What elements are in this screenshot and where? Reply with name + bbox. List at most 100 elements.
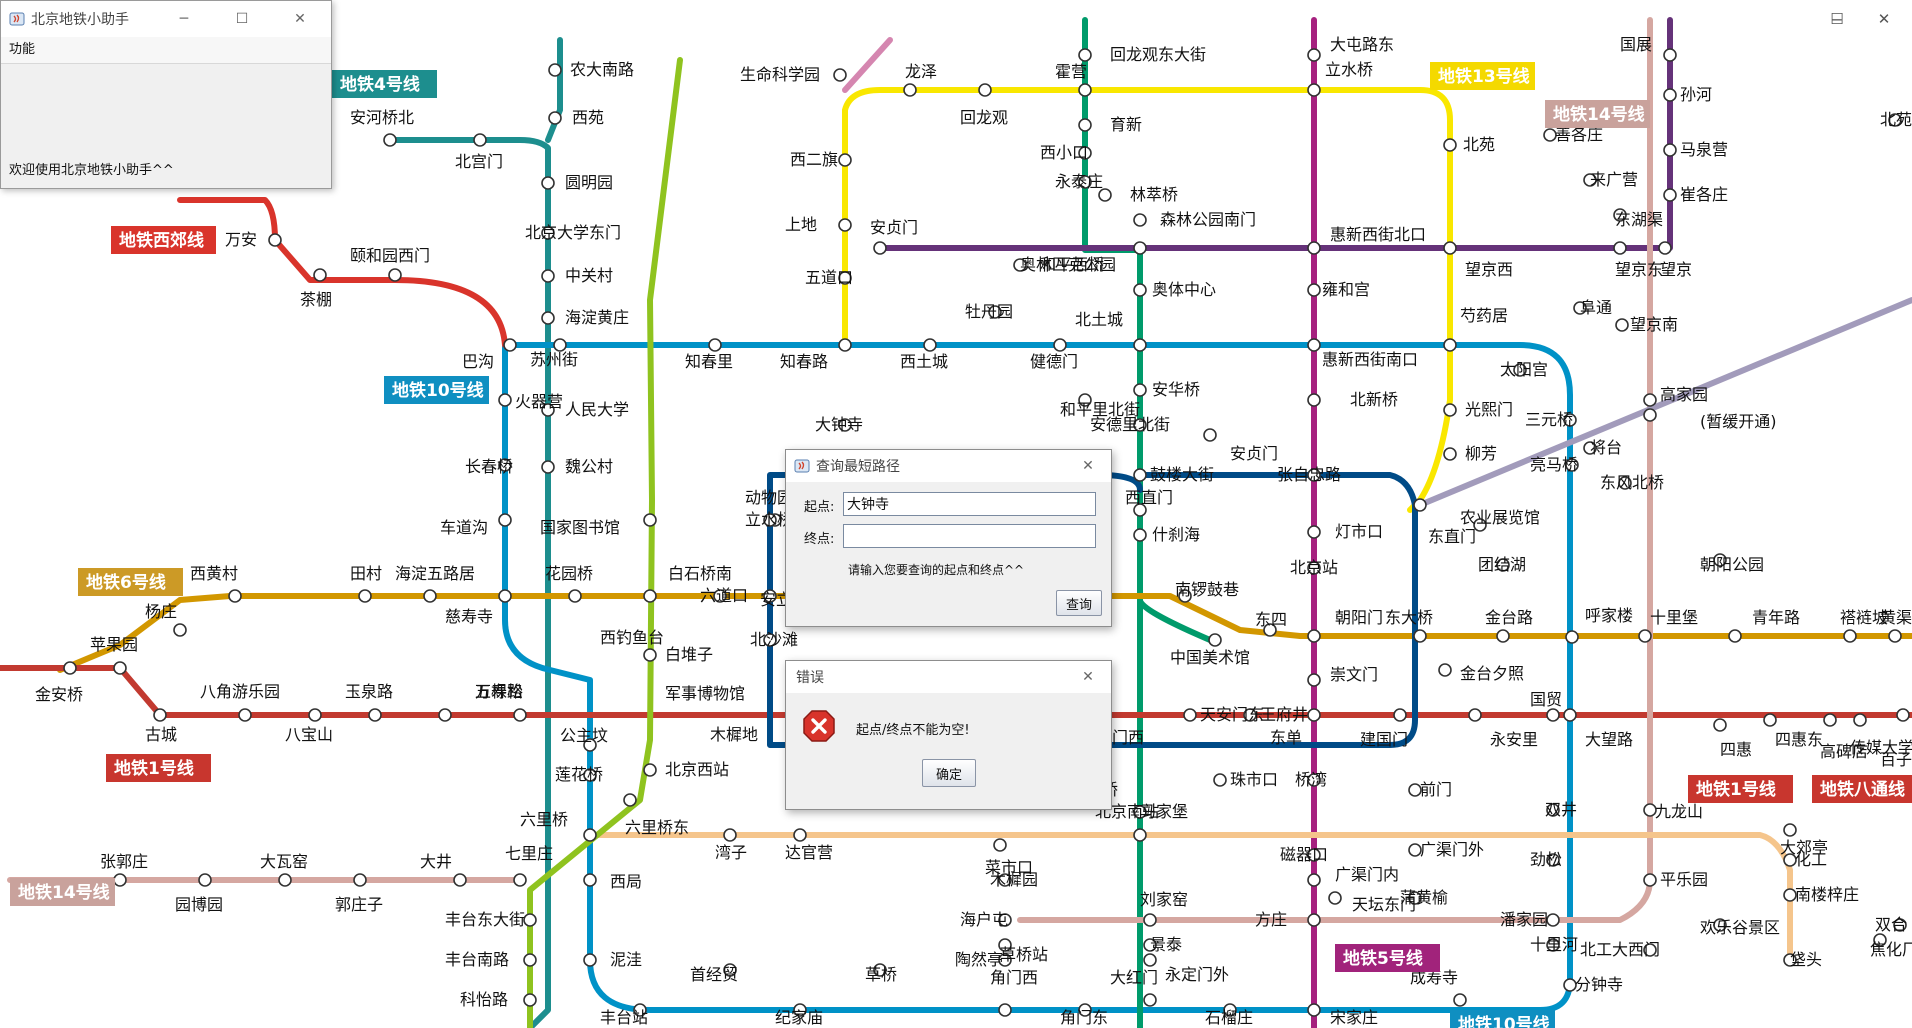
- station-dot[interactable]: [358, 589, 372, 603]
- station-dot[interactable]: [1896, 708, 1910, 722]
- station-dot[interactable]: [1078, 48, 1092, 62]
- station-dot[interactable]: [583, 828, 597, 842]
- station-dot[interactable]: [1133, 338, 1147, 352]
- station-dot[interactable]: [1078, 118, 1092, 132]
- station-dot[interactable]: [1143, 993, 1157, 1007]
- map-maximize-button[interactable]: ☐: [1817, 4, 1857, 34]
- station-dot[interactable]: [1307, 629, 1321, 643]
- station-dot[interactable]: [1133, 503, 1147, 517]
- station-dot[interactable]: [1643, 393, 1657, 407]
- station-dot[interactable]: [1643, 943, 1657, 957]
- station-dot[interactable]: [541, 403, 555, 417]
- station-dot[interactable]: [1307, 241, 1321, 255]
- station-dot[interactable]: [1565, 630, 1579, 644]
- station-dot[interactable]: [473, 133, 487, 147]
- station-dot[interactable]: [523, 913, 537, 927]
- station-dot[interactable]: [1307, 773, 1321, 787]
- station-dot[interactable]: [498, 458, 512, 472]
- station-dot[interactable]: [583, 953, 597, 967]
- station-dot[interactable]: [553, 338, 567, 352]
- station-dot[interactable]: [568, 589, 582, 603]
- station-dot[interactable]: [1307, 338, 1321, 352]
- station-dot[interactable]: [1078, 1003, 1092, 1017]
- station-dot[interactable]: [548, 111, 562, 125]
- station-dot[interactable]: [1408, 843, 1422, 857]
- station-dot[interactable]: [388, 268, 402, 282]
- station-dot[interactable]: [1453, 993, 1467, 1007]
- station-dot[interactable]: [1078, 146, 1092, 160]
- station-dot[interactable]: [1413, 629, 1427, 643]
- station-dot[interactable]: [513, 708, 527, 722]
- station-dot[interactable]: [1546, 803, 1560, 817]
- route-dialog-close-button[interactable]: ✕: [1065, 450, 1111, 482]
- station-dot[interactable]: [1307, 673, 1321, 687]
- station-dot[interactable]: [1053, 338, 1067, 352]
- station-dot[interactable]: [353, 873, 367, 887]
- menu-function[interactable]: 功能: [9, 42, 36, 57]
- station-dot[interactable]: [1443, 338, 1457, 352]
- station-dot[interactable]: [1546, 938, 1560, 952]
- station-dot[interactable]: [308, 708, 322, 722]
- station-dot[interactable]: [238, 708, 252, 722]
- station-dot[interactable]: [1496, 558, 1510, 572]
- station-dot[interactable]: [1133, 241, 1147, 255]
- station-dot[interactable]: [1393, 708, 1407, 722]
- station-dot[interactable]: [1468, 708, 1482, 722]
- station-dot[interactable]: [838, 271, 852, 285]
- station-dot[interactable]: [453, 873, 467, 887]
- station-dot[interactable]: [1663, 88, 1677, 102]
- station-dot[interactable]: [633, 1003, 647, 1017]
- station-dot[interactable]: [1133, 468, 1147, 482]
- map-minimize-button[interactable]: ─: [1832, 11, 1842, 29]
- station-dot[interactable]: [63, 661, 77, 675]
- station-dot[interactable]: [1307, 468, 1321, 482]
- station-dot[interactable]: [1307, 525, 1321, 539]
- helper-titlebar[interactable]: 北京地铁小助手 ─ ☐ ✕: [1, 1, 331, 37]
- station-dot[interactable]: [623, 793, 637, 807]
- station-dot[interactable]: [1183, 708, 1197, 722]
- station-dot[interactable]: [541, 269, 555, 283]
- station-dot[interactable]: [313, 268, 327, 282]
- station-dot[interactable]: [1143, 913, 1157, 927]
- station-dot[interactable]: [1728, 629, 1742, 643]
- station-dot[interactable]: [1873, 933, 1887, 947]
- error-dialog-titlebar[interactable]: 错误 ✕: [786, 661, 1111, 693]
- station-dot[interactable]: [1583, 173, 1597, 187]
- station-dot[interactable]: [541, 460, 555, 474]
- station-dot[interactable]: [1328, 891, 1342, 905]
- station-dot[interactable]: [1208, 633, 1222, 647]
- station-dot[interactable]: [978, 83, 992, 97]
- station-dot[interactable]: [1546, 913, 1560, 927]
- end-input[interactable]: [843, 524, 1096, 548]
- ok-button[interactable]: 确定: [922, 759, 976, 787]
- station-dot[interactable]: [113, 661, 127, 675]
- station-dot[interactable]: [643, 648, 657, 662]
- station-dot[interactable]: [923, 338, 937, 352]
- station-dot[interactable]: [1613, 241, 1627, 255]
- station-dot[interactable]: [1307, 48, 1321, 62]
- station-dot[interactable]: [278, 873, 292, 887]
- station-dot[interactable]: [1133, 828, 1147, 842]
- map-close-button[interactable]: ✕: [1862, 4, 1906, 34]
- station-dot[interactable]: [643, 513, 657, 527]
- station-dot[interactable]: [1563, 708, 1577, 722]
- station-dot[interactable]: [1307, 561, 1321, 575]
- station-dot[interactable]: [1613, 208, 1627, 222]
- station-dot[interactable]: [1443, 447, 1457, 461]
- station-dot[interactable]: [498, 513, 512, 527]
- station-dot[interactable]: [998, 873, 1012, 887]
- station-dot[interactable]: [763, 513, 777, 527]
- station-dot[interactable]: [993, 838, 1007, 852]
- station-dot[interactable]: [1823, 713, 1837, 727]
- start-input[interactable]: 大钟寺: [843, 492, 1096, 516]
- station-dot[interactable]: [1438, 663, 1452, 677]
- station-dot[interactable]: [523, 993, 537, 1007]
- station-dot[interactable]: [198, 873, 212, 887]
- station-dot[interactable]: [998, 913, 1012, 927]
- station-dot[interactable]: [998, 1003, 1012, 1017]
- station-dot[interactable]: [1618, 476, 1632, 490]
- station-dot[interactable]: [1513, 363, 1527, 377]
- station-dot[interactable]: [1133, 805, 1147, 819]
- station-dot[interactable]: [438, 708, 452, 722]
- station-dot[interactable]: [1783, 953, 1797, 967]
